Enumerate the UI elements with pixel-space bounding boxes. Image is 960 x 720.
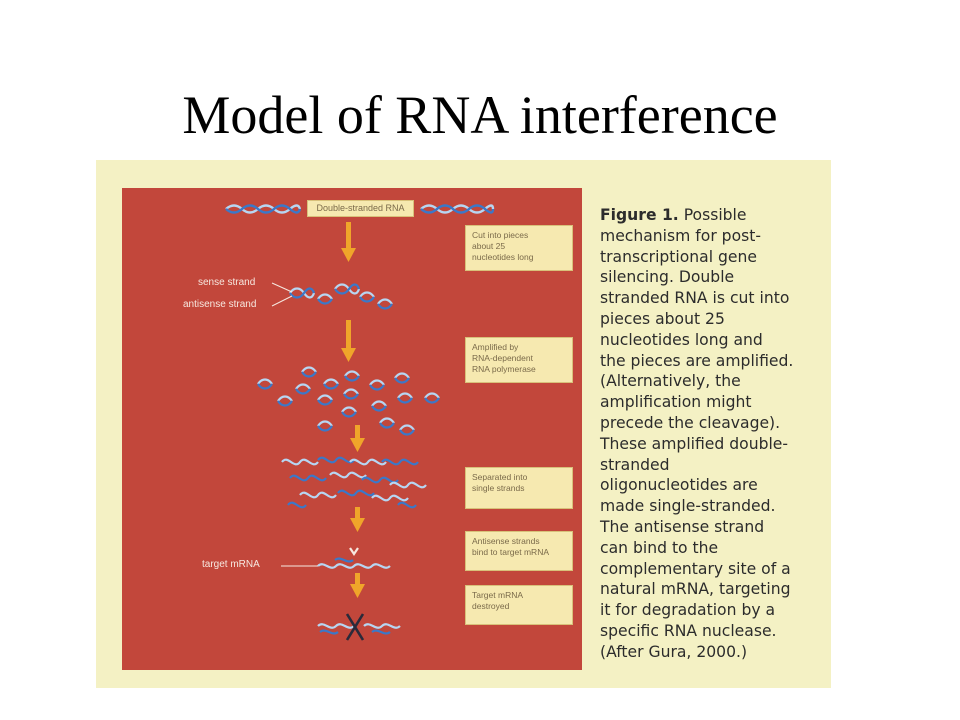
target-mrna-binding [318,548,390,568]
sense-strand-label: sense strand [198,277,255,288]
dsrna-helix-left [226,206,300,213]
target-mrna-label: target mRNA [202,559,260,570]
amplified-rna-pieces [258,368,439,435]
label-leader-lines [272,283,318,566]
caption-body: Possible mechanism for post- transcripti… [600,206,793,661]
figure-caption: Figure 1. Possible mechanism for post- t… [600,205,815,663]
single-strands [282,458,426,508]
step-destroy-box: Target mRNA destroyed [465,585,573,625]
step-separate-box: Separated into single strands [465,467,573,509]
cut-rna-pieces [290,285,392,309]
caption-lead: Figure 1. [600,206,679,224]
antisense-strand-label: antisense strand [183,299,256,310]
step-amplify-box: Amplified by RNA-dependent RNA polymeras… [465,337,573,383]
destroyed-mrna [318,614,400,640]
step-cut-box: Cut into pieces about 25 nucleotides lon… [465,225,573,271]
step-bind-box: Antisense strands bind to target mRNA [465,531,573,571]
dsrna-helix-right [421,206,493,213]
dsrna-label: Double-stranded RNA [307,200,414,217]
